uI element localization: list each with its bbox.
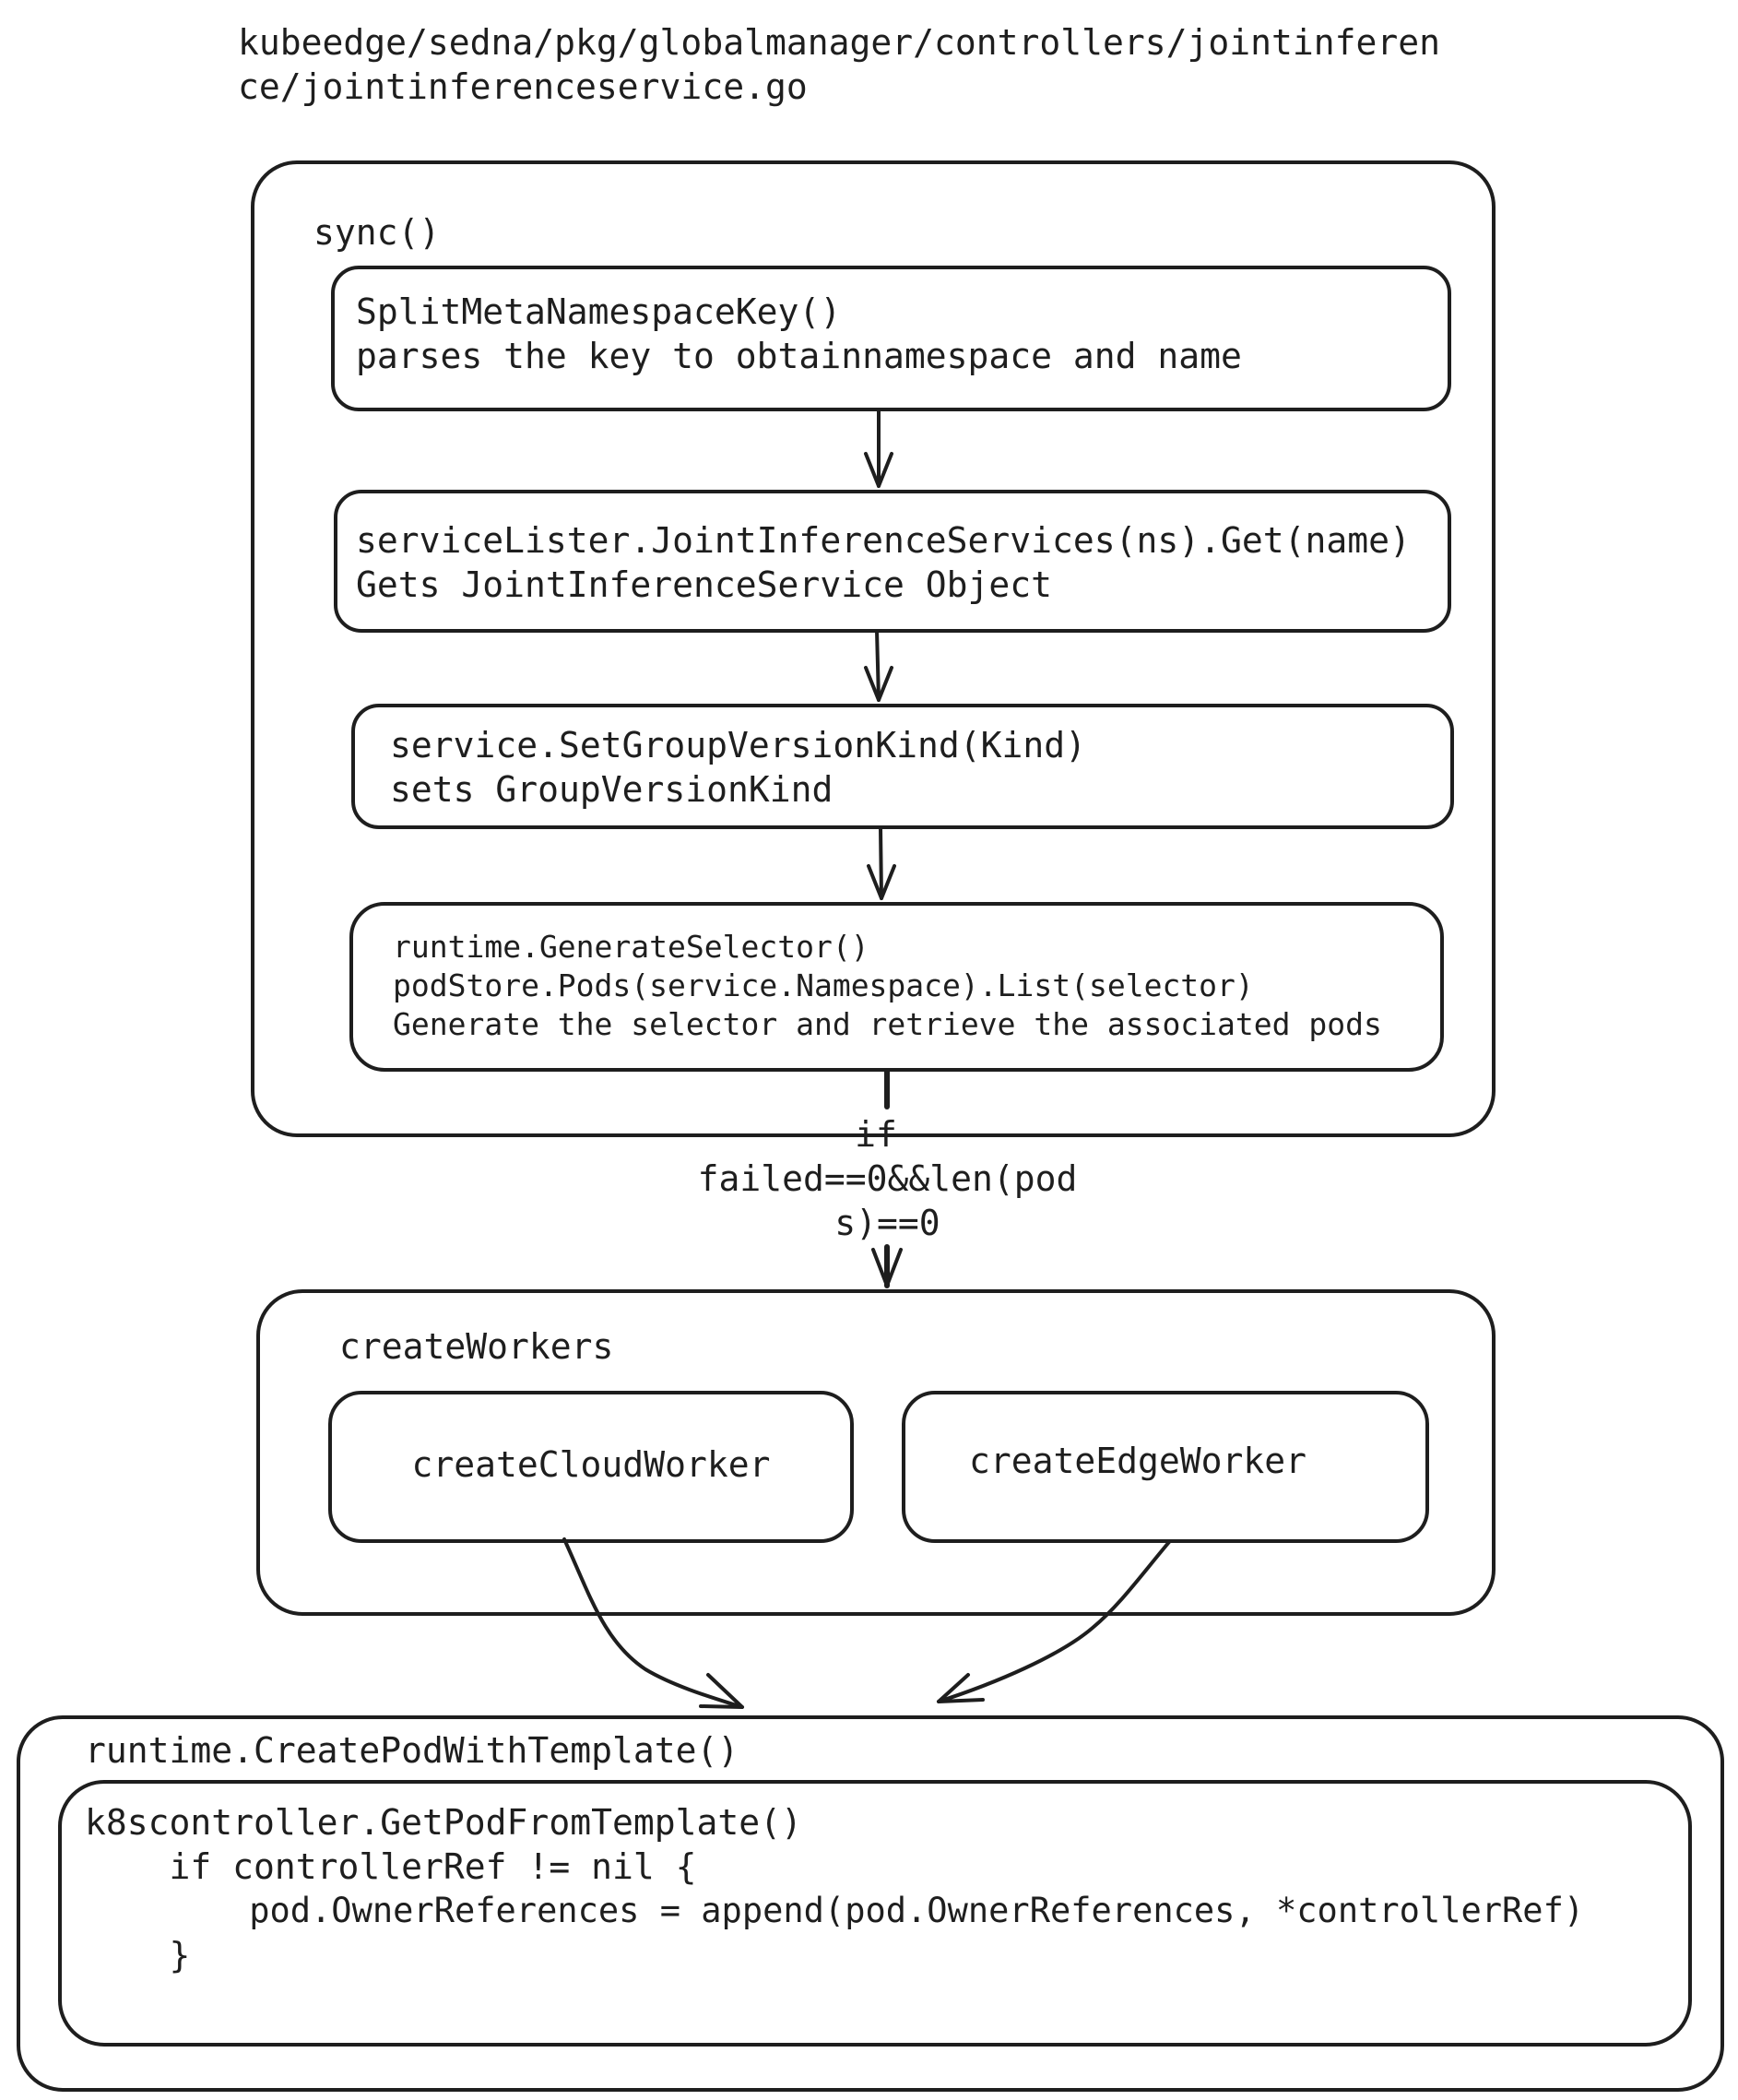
get-pod-from-template-box xyxy=(58,1780,1692,2047)
step-selector-line2: podStore.Pods(service.Namespace).List(se… xyxy=(393,967,1254,1003)
step-selector-line3: Generate the selector and retrieve the a… xyxy=(393,1006,1382,1042)
step-lister-get-line1: serviceLister.JointInferenceServices(ns)… xyxy=(356,520,1411,561)
create-pod-container xyxy=(17,1715,1724,2092)
condition-line2: failed==0&&len(pod xyxy=(697,1158,1078,1199)
create-pod-label: runtime.CreatePodWithTemplate() xyxy=(85,1730,739,1771)
arrowhead-cloud xyxy=(699,1673,744,1709)
create-cloud-worker-box xyxy=(328,1391,854,1543)
arrowhead-step4 xyxy=(867,864,896,900)
create-cloud-worker-label: createCloudWorker xyxy=(411,1444,771,1485)
step-split-meta-line1: SplitMetaNamespaceKey() xyxy=(356,291,842,332)
arrow-cloud-to-create-pod xyxy=(562,1537,744,1709)
create-workers-container xyxy=(256,1289,1496,1616)
arrowhead-edge xyxy=(937,1673,985,1703)
step-set-gvk-line1: service.SetGroupVersionKind(Kind) xyxy=(390,725,1086,765)
arrowhead-create-workers xyxy=(871,1248,903,1287)
step-selector-line1: runtime.GenerateSelector() xyxy=(393,929,869,965)
arrow-edge-to-create-pod xyxy=(937,1540,1171,1703)
code-line1: k8scontroller.GetPodFromTemplate() xyxy=(85,1802,802,1843)
arrow-step2-to-step3 xyxy=(875,629,881,702)
file-path-line1: kubeedge/sedna/pkg/globalmanager/control… xyxy=(238,22,1441,63)
sync-container xyxy=(251,160,1496,1137)
step-selector-box xyxy=(349,902,1444,1072)
step-set-gvk-line2: sets GroupVersionKind xyxy=(390,769,834,810)
create-edge-worker-box xyxy=(902,1391,1429,1543)
step-lister-get-box xyxy=(334,490,1451,633)
code-line4: } xyxy=(85,1935,191,1975)
step-split-meta-line2: parses the key to obtainnamespace and na… xyxy=(356,336,1242,376)
condition-line1: if xyxy=(855,1114,897,1155)
step-set-gvk-box xyxy=(351,704,1454,829)
code-line2: if controllerRef != nil { xyxy=(85,1846,697,1887)
arrowhead-step2 xyxy=(864,452,893,488)
step-lister-get-line2: Gets JointInferenceService Object xyxy=(356,564,1052,605)
sync-label: sync() xyxy=(313,212,441,253)
create-workers-label: createWorkers xyxy=(339,1326,614,1367)
create-edge-worker-label: createEdgeWorker xyxy=(968,1441,1307,1481)
condition-line3: s)==0 xyxy=(834,1203,940,1243)
step-split-meta-box xyxy=(331,266,1451,411)
code-line3: pod.OwnerReferences = append(pod.OwnerRe… xyxy=(85,1891,1585,1930)
file-path-line2: ce/jointinferenceservice.go xyxy=(238,66,808,107)
arrowhead-step3 xyxy=(864,666,893,702)
